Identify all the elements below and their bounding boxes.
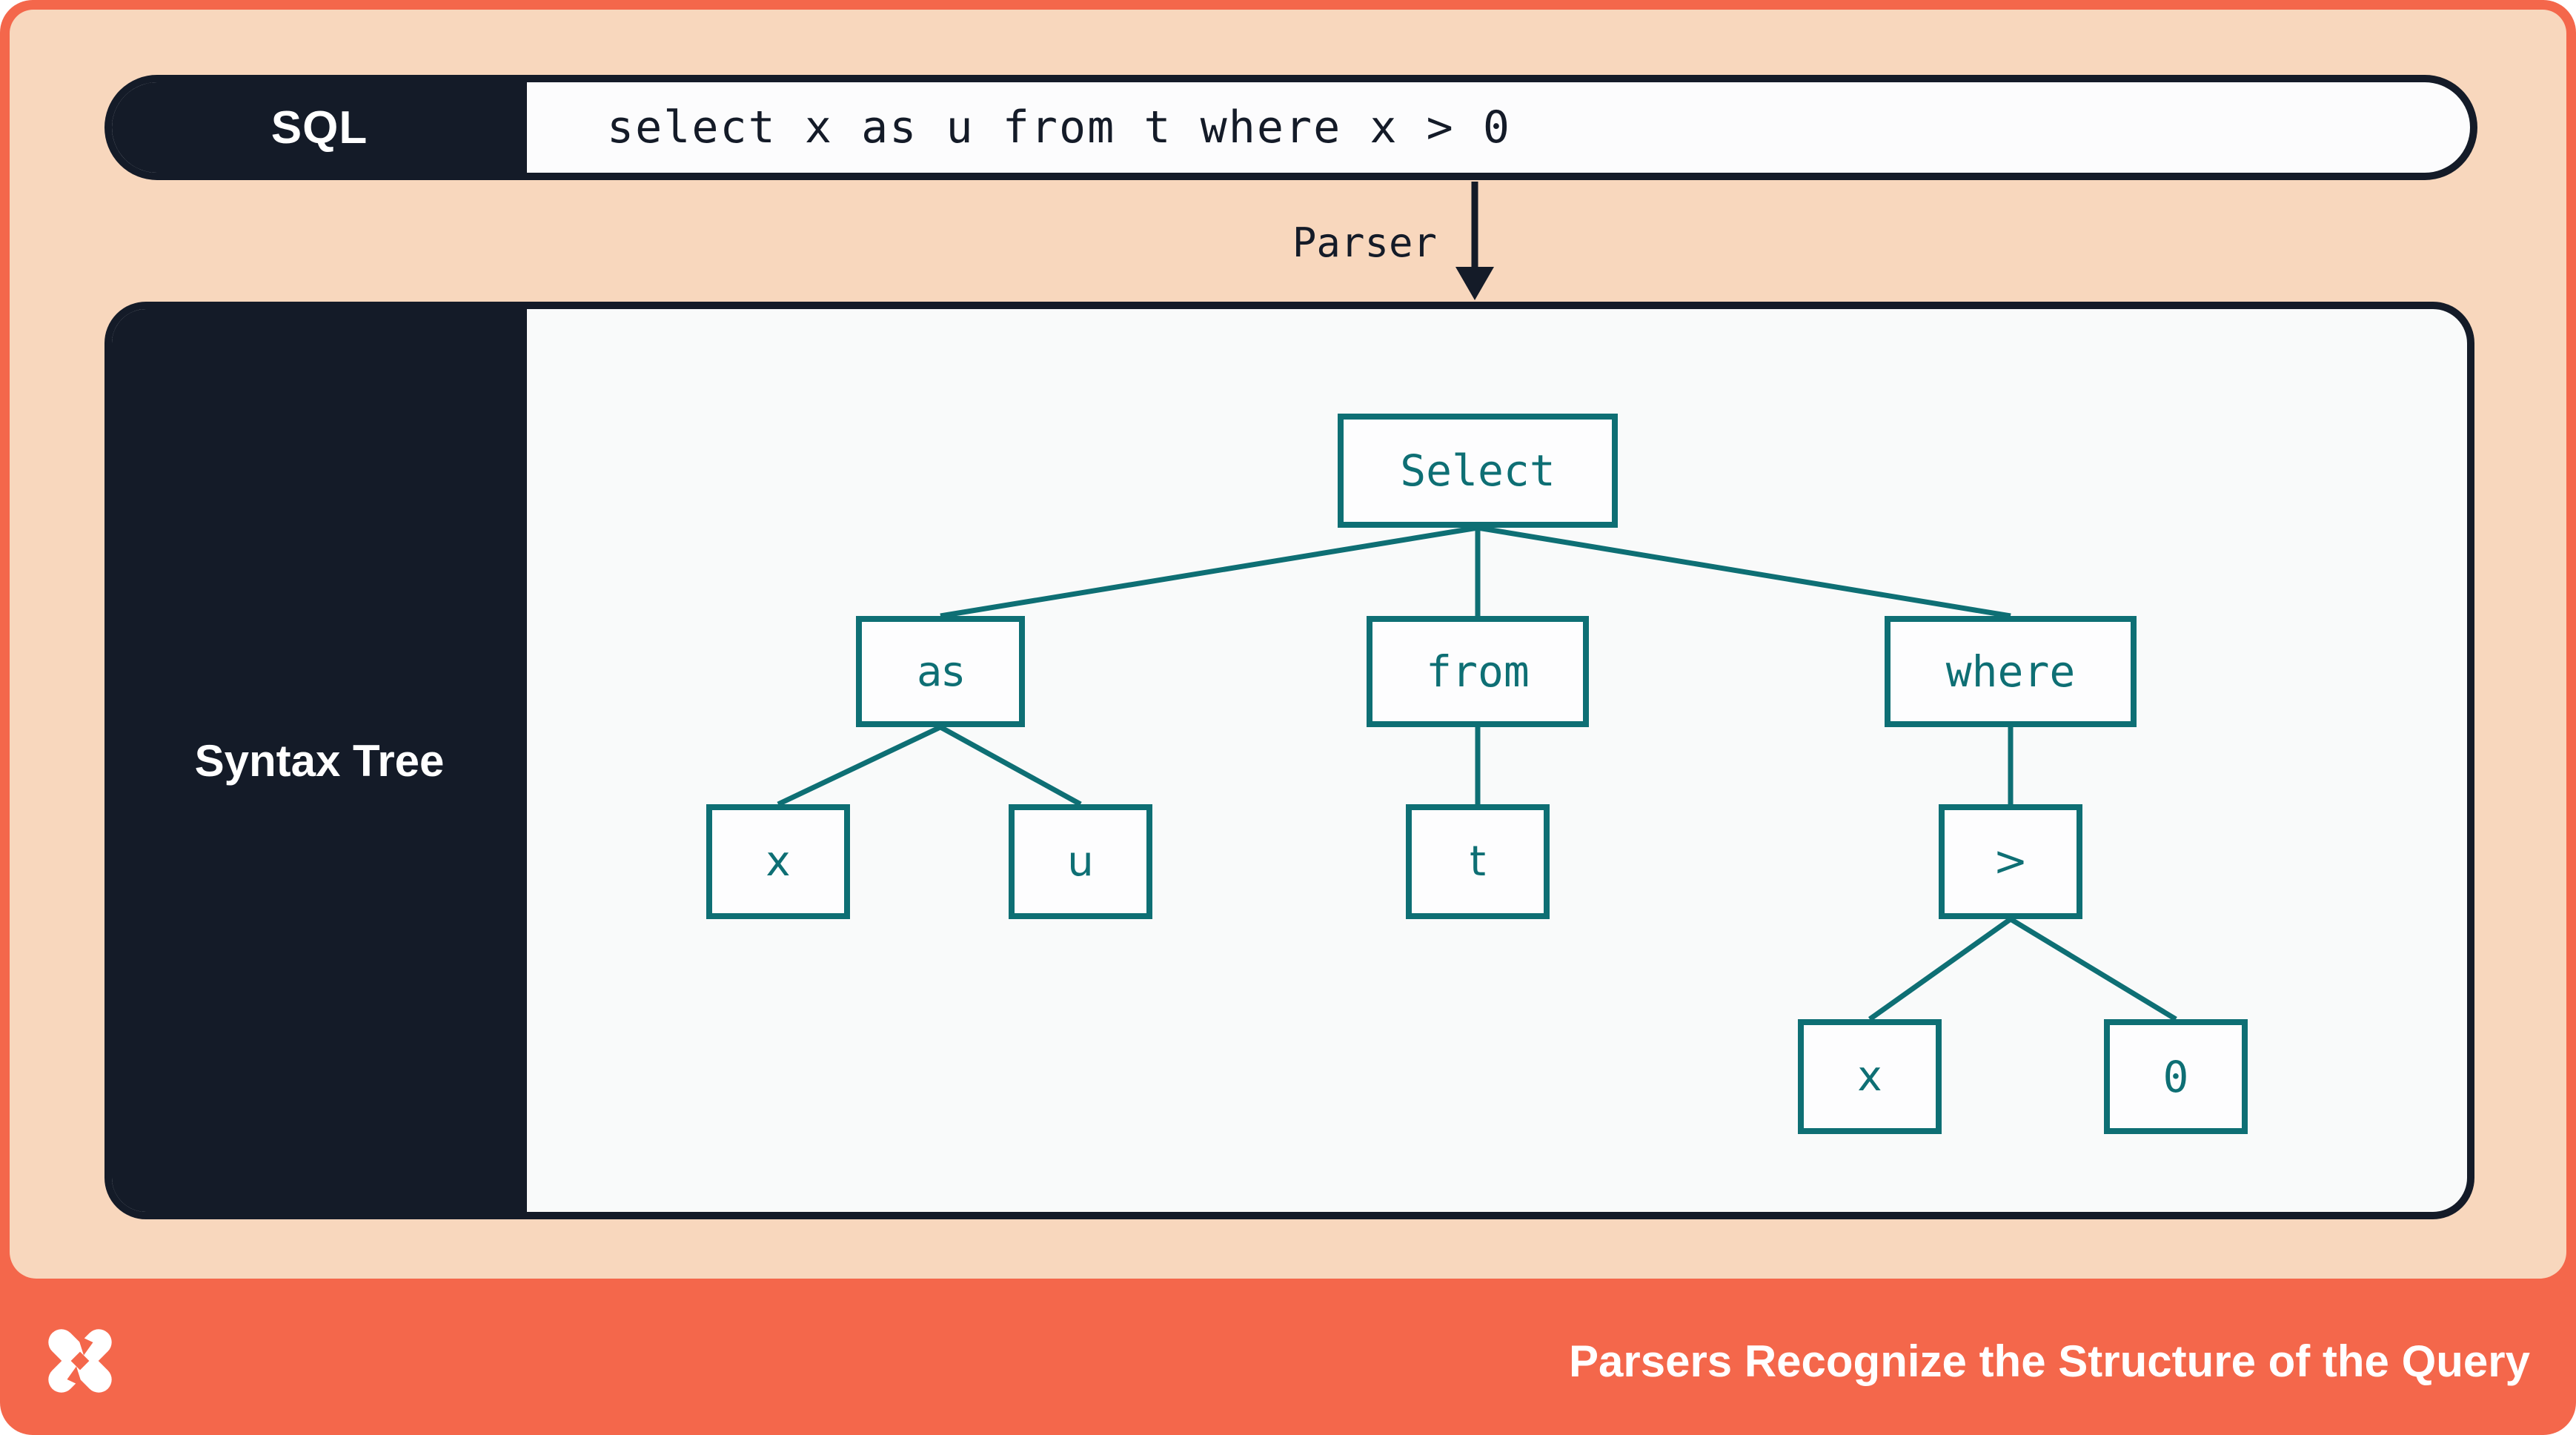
- sql-bar-label-text: SQL: [270, 102, 368, 153]
- parser-label: Parser: [1292, 219, 1437, 266]
- sql-bar: SQL select x as u from t where x > 0: [104, 75, 2477, 180]
- tree-area: Select as from where x u t > x 0: [527, 309, 2467, 1212]
- tree-node-u: u: [1009, 804, 1152, 919]
- tree-node-t: t: [1406, 804, 1550, 919]
- syntax-tree-panel: Syntax Tree Select as from where: [104, 302, 2474, 1219]
- tree-node-as: as: [856, 616, 1025, 727]
- tree-node-greater-than: >: [1939, 804, 2082, 919]
- tree-node-x-operand: x: [1798, 1019, 1942, 1134]
- tree-node-where: where: [1885, 616, 2137, 727]
- x-logo-icon: [48, 1329, 112, 1393]
- syntax-tree-label: Syntax Tree: [194, 735, 445, 786]
- sql-query-text: select x as u from t where x > 0: [607, 102, 1511, 153]
- footer-band: Parsers Recognize the Structure of the Q…: [0, 1287, 2576, 1435]
- syntax-tree-sidebar: Syntax Tree: [112, 309, 527, 1212]
- tree-node-from: from: [1367, 616, 1589, 727]
- tree-edges: [777, 525, 2177, 1021]
- sql-bar-label: SQL: [112, 82, 527, 173]
- footer-title: Parsers Recognize the Structure of the Q…: [1568, 1336, 2530, 1386]
- tree-node-zero: 0: [2104, 1019, 2248, 1134]
- tree-node-x-alias: x: [706, 804, 850, 919]
- tree-node-select: Select: [1338, 414, 1618, 528]
